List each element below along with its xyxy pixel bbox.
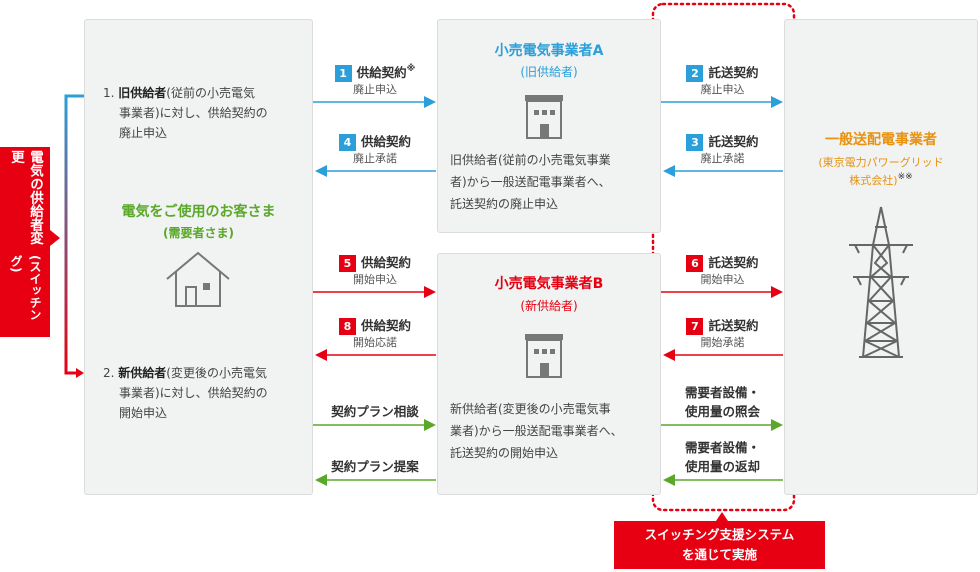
retailer-a-desc-2: 者)から一般送配電事業者へ、 [450, 175, 611, 189]
switching-tag-pointer [50, 230, 60, 246]
retailer-b-desc-3: 託送契約の開始申込 [450, 446, 559, 460]
building-icon [524, 94, 564, 140]
arrow-label-plan-propose: 契約プラン提案 [331, 459, 419, 474]
retailer-a-subtitle: (旧供給者) [520, 65, 578, 79]
building-icon [524, 333, 564, 379]
retailer-b-desc-1: 新供給者(変更後の小売電気事 [450, 402, 611, 416]
house-icon [163, 249, 233, 309]
switching-tag-sub: (スイッチング) [9, 255, 42, 321]
switching-system-badge: スイッチング支援システム を通じて実施 [614, 521, 825, 569]
customer-panel [84, 19, 313, 495]
arrow-label-return: 需要者設備・ 使用量の返却 [684, 440, 760, 474]
retailer-a-desc-1: 旧供給者(従前の小売電気事業 [450, 153, 611, 167]
transmission-panel [784, 19, 978, 495]
customer-step2: 2. 新供給者(変更後の小売電気 [103, 366, 267, 380]
retailer-a-desc-3: 託送契約の廃止申込 [450, 197, 559, 211]
retailer-b-subtitle: (新供給者) [520, 299, 578, 313]
retailer-b-title: 小売電気事業者B [494, 276, 604, 292]
arrow-label-plan-consult: 契約プラン相談 [331, 404, 419, 419]
transmission-sub2: 株式会社)※※ [849, 172, 913, 187]
customer-title: 電気をご使用のお客さま [121, 204, 276, 220]
transmission-sub1: (東京電力パワーグリッド [818, 156, 944, 169]
arrow-label-inquiry: 需要者設備・ 使用量の照会 [684, 385, 760, 419]
customer-step2-line2: 事業者)に対し、供給契約の [119, 386, 268, 400]
customer-subtitle: (需要者さま) [163, 226, 234, 240]
switching-tag-text: 電気の供給者変更 (スイッチング) [0, 150, 50, 336]
switching-bracket [64, 94, 96, 375]
retailer-b-desc-2: 業者)から一般送配電事業者へ、 [450, 424, 623, 438]
switching-badge-line2: を通じて実施 [681, 547, 757, 562]
customer-step1: 1. 旧供給者(従前の小売電気 [103, 86, 255, 100]
customer-step2-line3: 開始申込 [119, 406, 168, 420]
transmission-title: 一般送配電事業者 [825, 132, 937, 148]
retailer-a-title: 小売電気事業者A [494, 43, 604, 59]
transmission-tower-icon [845, 205, 917, 360]
customer-step1-line3: 廃止申込 [119, 126, 168, 140]
switching-badge-line1: スイッチング支援システム [644, 527, 795, 542]
switching-tag [0, 147, 50, 337]
customer-step1-line2: 事業者)に対し、供給契約の [119, 106, 268, 120]
switching-tag-main: 電気の供給者変更 [8, 150, 43, 245]
